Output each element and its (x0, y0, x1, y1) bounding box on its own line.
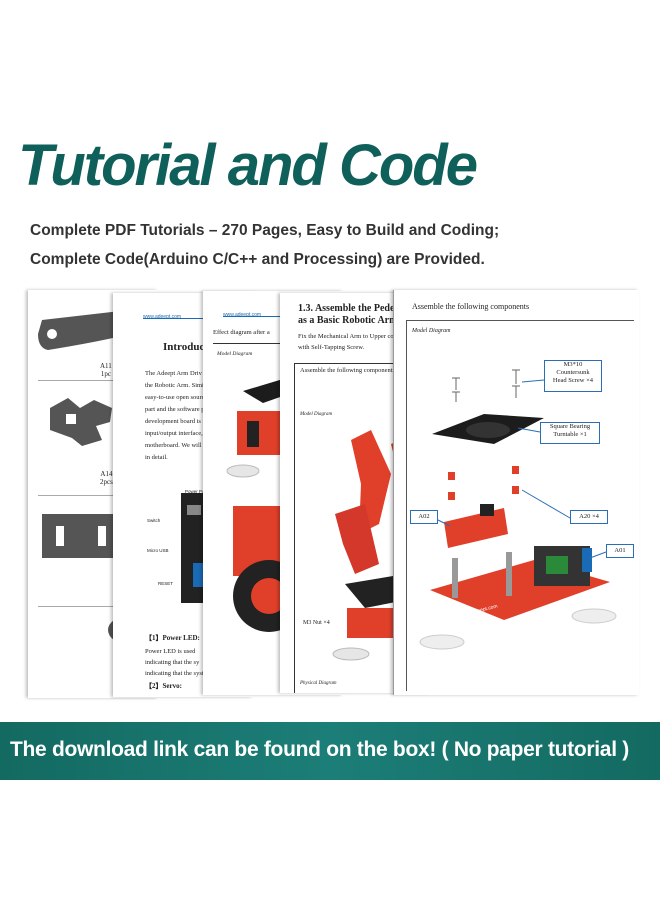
diagram-frame (406, 320, 634, 691)
suction-foot (332, 647, 370, 661)
callout-a20: A20 ×4 (570, 510, 608, 524)
standoff (452, 558, 458, 598)
parts-divider (38, 380, 158, 381)
turntable-ring (466, 422, 510, 438)
assembly-illustration (419, 369, 617, 650)
model-diagram-label: Model Diagram (300, 412, 333, 417)
screw (512, 369, 520, 384)
suction-foot (419, 634, 465, 650)
callout-leader (589, 551, 607, 559)
label-switch: Switch (147, 518, 161, 523)
box-title: Effect diagram after a (213, 329, 343, 344)
turntable-center (251, 578, 287, 614)
screws (452, 369, 520, 402)
physical-diagram-label: Physical Diagram (300, 681, 337, 686)
model-diagram-label: Model Diagram (412, 328, 451, 334)
page-top-text: Assemble the following components (412, 302, 530, 311)
spacer-a20 (512, 486, 519, 494)
callout-a01: A01 (606, 544, 634, 558)
page-header: www.adeept.com (143, 311, 253, 320)
screw (512, 385, 520, 398)
callout-leader (517, 427, 541, 433)
parts-divider (38, 606, 158, 607)
callout-a02: A02 (410, 510, 438, 524)
board-module (546, 556, 568, 574)
board-terminal (582, 548, 592, 572)
label-micro-usb: Micro USB (147, 548, 169, 553)
parts-divider (38, 495, 158, 496)
suction-foot (571, 608, 617, 624)
part-a11-hole (47, 329, 57, 339)
arm-illustration (332, 430, 427, 661)
page-title: Introducti (163, 341, 212, 353)
part-plate-slot-1 (56, 526, 64, 546)
board-chip (187, 505, 201, 515)
part-plate-slot-2 (98, 526, 106, 546)
callout-leader (521, 489, 571, 519)
board-connector (193, 563, 205, 587)
m3-nut-label: M3 Nut ×4 (303, 620, 330, 626)
assembly-box: Assemble the following components Model … (294, 363, 430, 693)
callout-bearing: Square Bearing Turntable ×1 (540, 422, 600, 444)
spacer-a20 (512, 466, 519, 474)
callout-leader (521, 379, 545, 383)
part-a14 (50, 398, 112, 446)
plate-a02 (444, 508, 508, 548)
section-power-led: 【1】Power LED: (145, 634, 200, 642)
arm-segment-lower (335, 504, 379, 574)
screw (452, 391, 460, 402)
standoff (506, 552, 512, 596)
part-a14-slot (66, 414, 76, 424)
banner-text: The download link can be found on the bo… (10, 738, 629, 761)
tutorial-page-assembly: Assemble the following components Model … (393, 290, 639, 695)
subtitle-line-2: Complete Code(Arduino C/C++ and Processi… (30, 251, 485, 268)
label-reset: RESET (158, 581, 174, 586)
download-banner: The download link can be found on the bo… (0, 722, 660, 780)
screw (452, 377, 460, 390)
headline: Tutorial and Code (18, 133, 478, 198)
subtitle-line-1: Complete PDF Tutorials – 270 Pages, Easy… (30, 222, 500, 239)
plate-mount (480, 504, 494, 516)
spacer-a20 (448, 472, 455, 480)
spacer-a20 (448, 492, 455, 500)
suction-foot (226, 464, 260, 478)
page-header: www.adeept.com (223, 309, 333, 318)
base-pillar (247, 421, 259, 447)
label-power-port: Power Port (185, 489, 208, 494)
section-servo: 【2】Servo: (145, 682, 182, 690)
assembly-box-title: Assemble the following components (300, 367, 396, 374)
model-diagram-label: Model Diagram (217, 351, 253, 357)
